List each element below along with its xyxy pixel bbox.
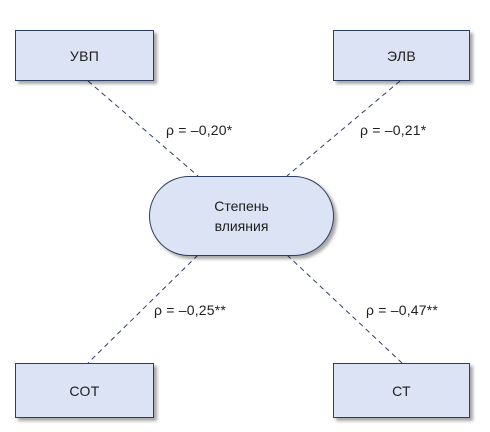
connector-top-left [87,80,199,177]
node-sot: СОТ [15,363,154,418]
center-label-line2: влияния [214,218,269,234]
center-label-line1: Степень [214,198,269,214]
node-elv: ЭЛВ [333,30,470,81]
connector-bottom-left [87,254,199,364]
center-node-degree-of-influence: Степень влияния [149,176,334,256]
correlation-sot: ρ = –0,25** [154,302,227,318]
node-elv-label: ЭЛВ [386,47,417,64]
node-st: СТ [333,363,470,418]
node-uvp-label: УВП [69,47,100,64]
node-uvp: УВП [15,30,154,81]
correlation-st: ρ = –0,47** [366,302,439,318]
connector-top-right [286,80,401,177]
node-st-label: СТ [392,382,411,399]
correlation-elv: ρ = –0,21* [360,122,427,138]
node-sot-label: СОТ [69,382,100,399]
correlation-uvp: ρ = –0,20* [166,122,233,138]
